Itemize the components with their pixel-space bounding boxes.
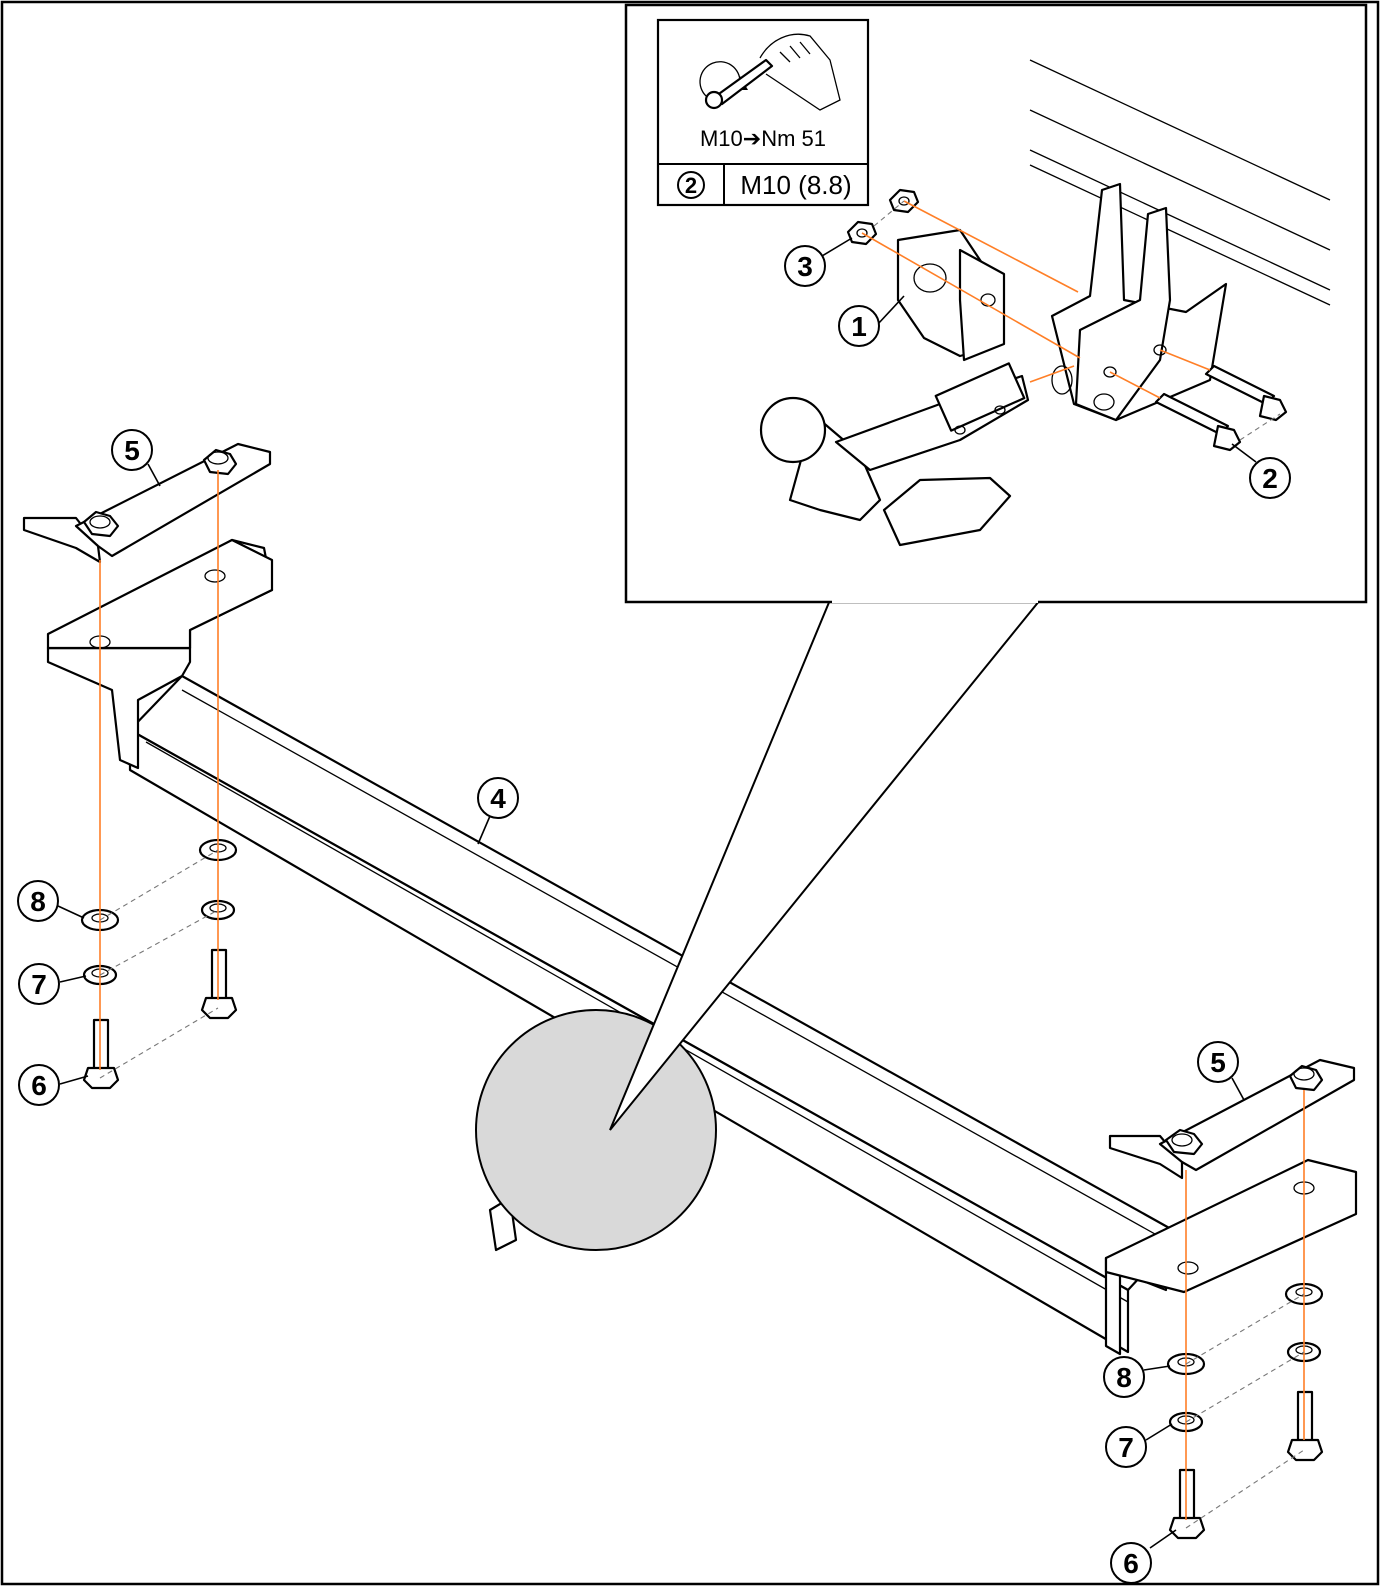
alignment-lines: [99, 470, 1305, 1529]
left-mounting-plate: [46, 538, 274, 770]
svg-text:7: 7: [1118, 1432, 1134, 1463]
vehicle-chassis: [1029, 59, 1331, 306]
torque-spec-box: M10➔Nm 51 2 M10 (8.8): [656, 18, 870, 207]
callout-flat-washer-left: 8: [17, 880, 85, 922]
callout-spring-washer-right: 7: [1105, 1423, 1173, 1468]
svg-text:7: 7: [31, 969, 47, 1000]
svg-text:5: 5: [1210, 1047, 1226, 1078]
inset-pointer: [609, 599, 1041, 1131]
torque-spec-text: M10➔Nm 51: [700, 126, 826, 151]
callout-clamp-plate-right: 5: [1197, 1041, 1245, 1101]
bolt-ref-circle: [677, 171, 705, 199]
svg-text:3: 3: [797, 251, 813, 282]
callout-bolt-left: 6: [18, 1064, 89, 1106]
towball: [759, 362, 1030, 547]
callout-nut-inset: 3: [784, 237, 853, 287]
right-fasteners: [1166, 1282, 1324, 1540]
callout-spring-washer-left: 7: [18, 963, 87, 1005]
svg-text:6: 6: [31, 1070, 47, 1101]
bolt-grade-text: M10 (8.8): [740, 170, 851, 200]
callout-ball-mount-bracket: 1: [838, 295, 905, 347]
right-clamp-plate: [1108, 1058, 1356, 1180]
bolt-ref-number: 2: [685, 173, 697, 198]
left-fasteners: [80, 838, 238, 1090]
callouts: 1 2 3 4 5 5: [17, 237, 1291, 1584]
svg-text:2: 2: [1262, 463, 1278, 494]
svg-text:8: 8: [30, 886, 46, 917]
ball-mount-bracket: [896, 228, 1006, 362]
callout-clamp-plate-left: 5: [111, 429, 161, 487]
callout-crossbar: 4: [477, 777, 519, 845]
right-mounting-plate: [1104, 1158, 1358, 1356]
svg-text:8: 8: [1116, 1362, 1132, 1393]
svg-text:5: 5: [124, 435, 140, 466]
svg-text:4: 4: [490, 783, 506, 814]
focus-circle: [475, 1009, 717, 1251]
inset-alignment-lines: [861, 200, 1281, 441]
left-clamp-plate: [22, 442, 272, 564]
callout-bolt-right: 6: [1110, 1529, 1177, 1584]
svg-text:6: 6: [1123, 1548, 1139, 1579]
inset-bolts: [1154, 364, 1288, 452]
vehicle-brackets: [1050, 182, 1228, 422]
wrench-hand-icon: [699, 33, 841, 111]
crossbar: [128, 674, 1182, 1354]
callout-flat-washer-right: 8: [1103, 1356, 1171, 1398]
callout-bolt-inset: 2: [1231, 443, 1291, 499]
detail-inset: M10➔Nm 51 2 M10 (8.8): [609, 3, 1368, 1131]
svg-text:1: 1: [851, 311, 867, 342]
